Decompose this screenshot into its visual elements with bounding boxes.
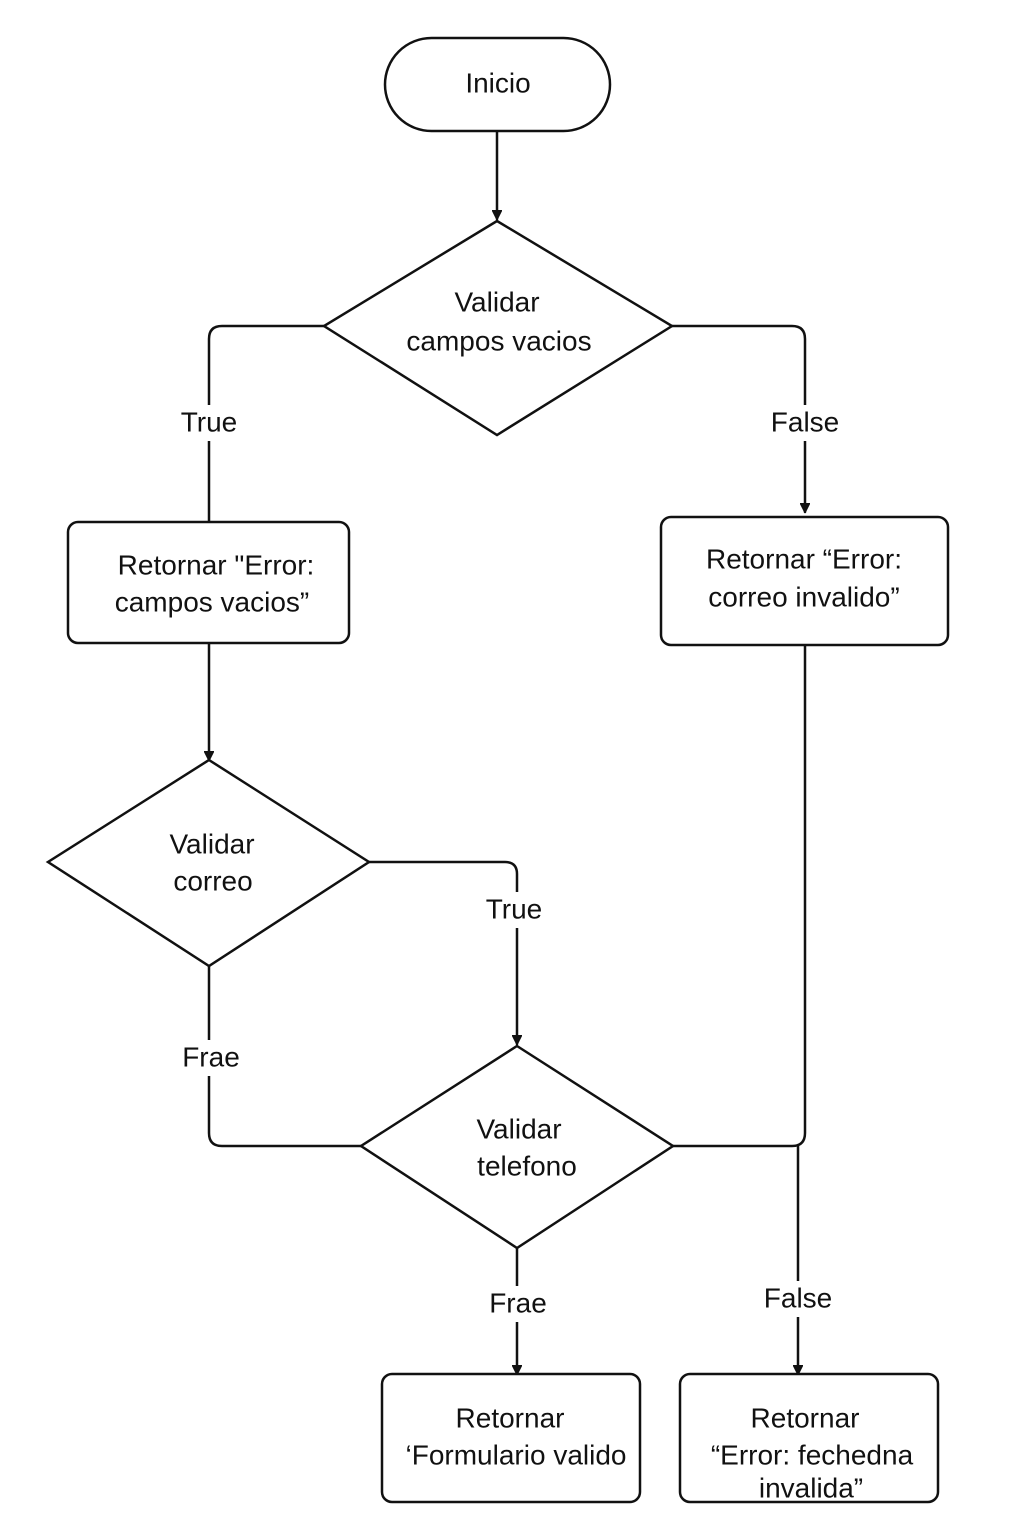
validate-phone-decision: Validar telefono (358, 1044, 676, 1250)
error-invalid-email-process: Retornar “Error: correo invalido” (659, 515, 950, 647)
decision-label-line-1: Validar (169, 828, 254, 859)
edge-error-email-down (671, 644, 807, 1148)
decision-label-line-1: Validar (454, 286, 539, 317)
process-label-line-1: Retornar "Error: (118, 549, 315, 580)
start-terminal-shape (383, 36, 612, 133)
error-empty-fields-process: Retornar "Error: campos vacios” (66, 520, 351, 645)
edge-label-false: Frae (489, 1287, 547, 1318)
decision-diamond (358, 1044, 676, 1250)
edge-validate-empty-false (670, 324, 805, 514)
edge-label-false: False (764, 1282, 832, 1313)
decision-diamond (321, 219, 675, 437)
process-box (678, 1372, 940, 1504)
start-node: Inicio (383, 36, 612, 133)
edge-validate-empty-true (207, 324, 326, 524)
process-label-line-3: invalida” (759, 1472, 863, 1503)
edge-label-false: Frae (182, 1041, 240, 1072)
edge-labels: True False True Frae Frae False (176, 405, 846, 1322)
process-box (659, 515, 950, 647)
edge-validate-email-false (207, 964, 363, 1148)
label-background (176, 1040, 248, 1076)
edge-validate-email-true (367, 860, 517, 1046)
decision-label-line-2: telefono (477, 1150, 577, 1181)
process-label-line-2: “Error: fechedna (711, 1439, 914, 1470)
form-valid-process: Retornar ‘Formulario valido (380, 1372, 642, 1504)
decision-label-line-2: correo (173, 865, 252, 896)
process-box (380, 1372, 642, 1504)
validate-email-decision: Validar correo (45, 758, 372, 968)
decision-label-line-1: Validar (476, 1113, 561, 1144)
label-background (756, 1281, 840, 1317)
decision-label-line-2: campos vacios (406, 325, 591, 356)
edge-label-false: False (771, 406, 839, 437)
edge-label-true: True (181, 406, 238, 437)
label-background (482, 1286, 554, 1322)
start-label: Inicio (465, 67, 530, 98)
process-label-line-2: ‘Formulario valido (406, 1439, 627, 1470)
edge-label-true: True (486, 893, 543, 924)
connectors (207, 130, 807, 1376)
process-label-line-2: campos vacios” (115, 586, 310, 617)
label-background (764, 405, 846, 441)
process-label-line-1: Retornar “Error: (706, 543, 902, 574)
process-label-line-1: Retornar (751, 1402, 860, 1433)
process-label-line-2: correo invalido” (708, 581, 899, 612)
process-box (66, 520, 351, 645)
process-label-line-1: Retornar (456, 1402, 565, 1433)
validate-empty-fields-decision: Validar campos vacios (321, 219, 675, 437)
error-invalid-date-process: Retornar “Error: fechedna invalida” (678, 1372, 940, 1504)
label-background (176, 405, 242, 441)
decision-diamond (45, 758, 372, 968)
label-background (482, 892, 552, 928)
